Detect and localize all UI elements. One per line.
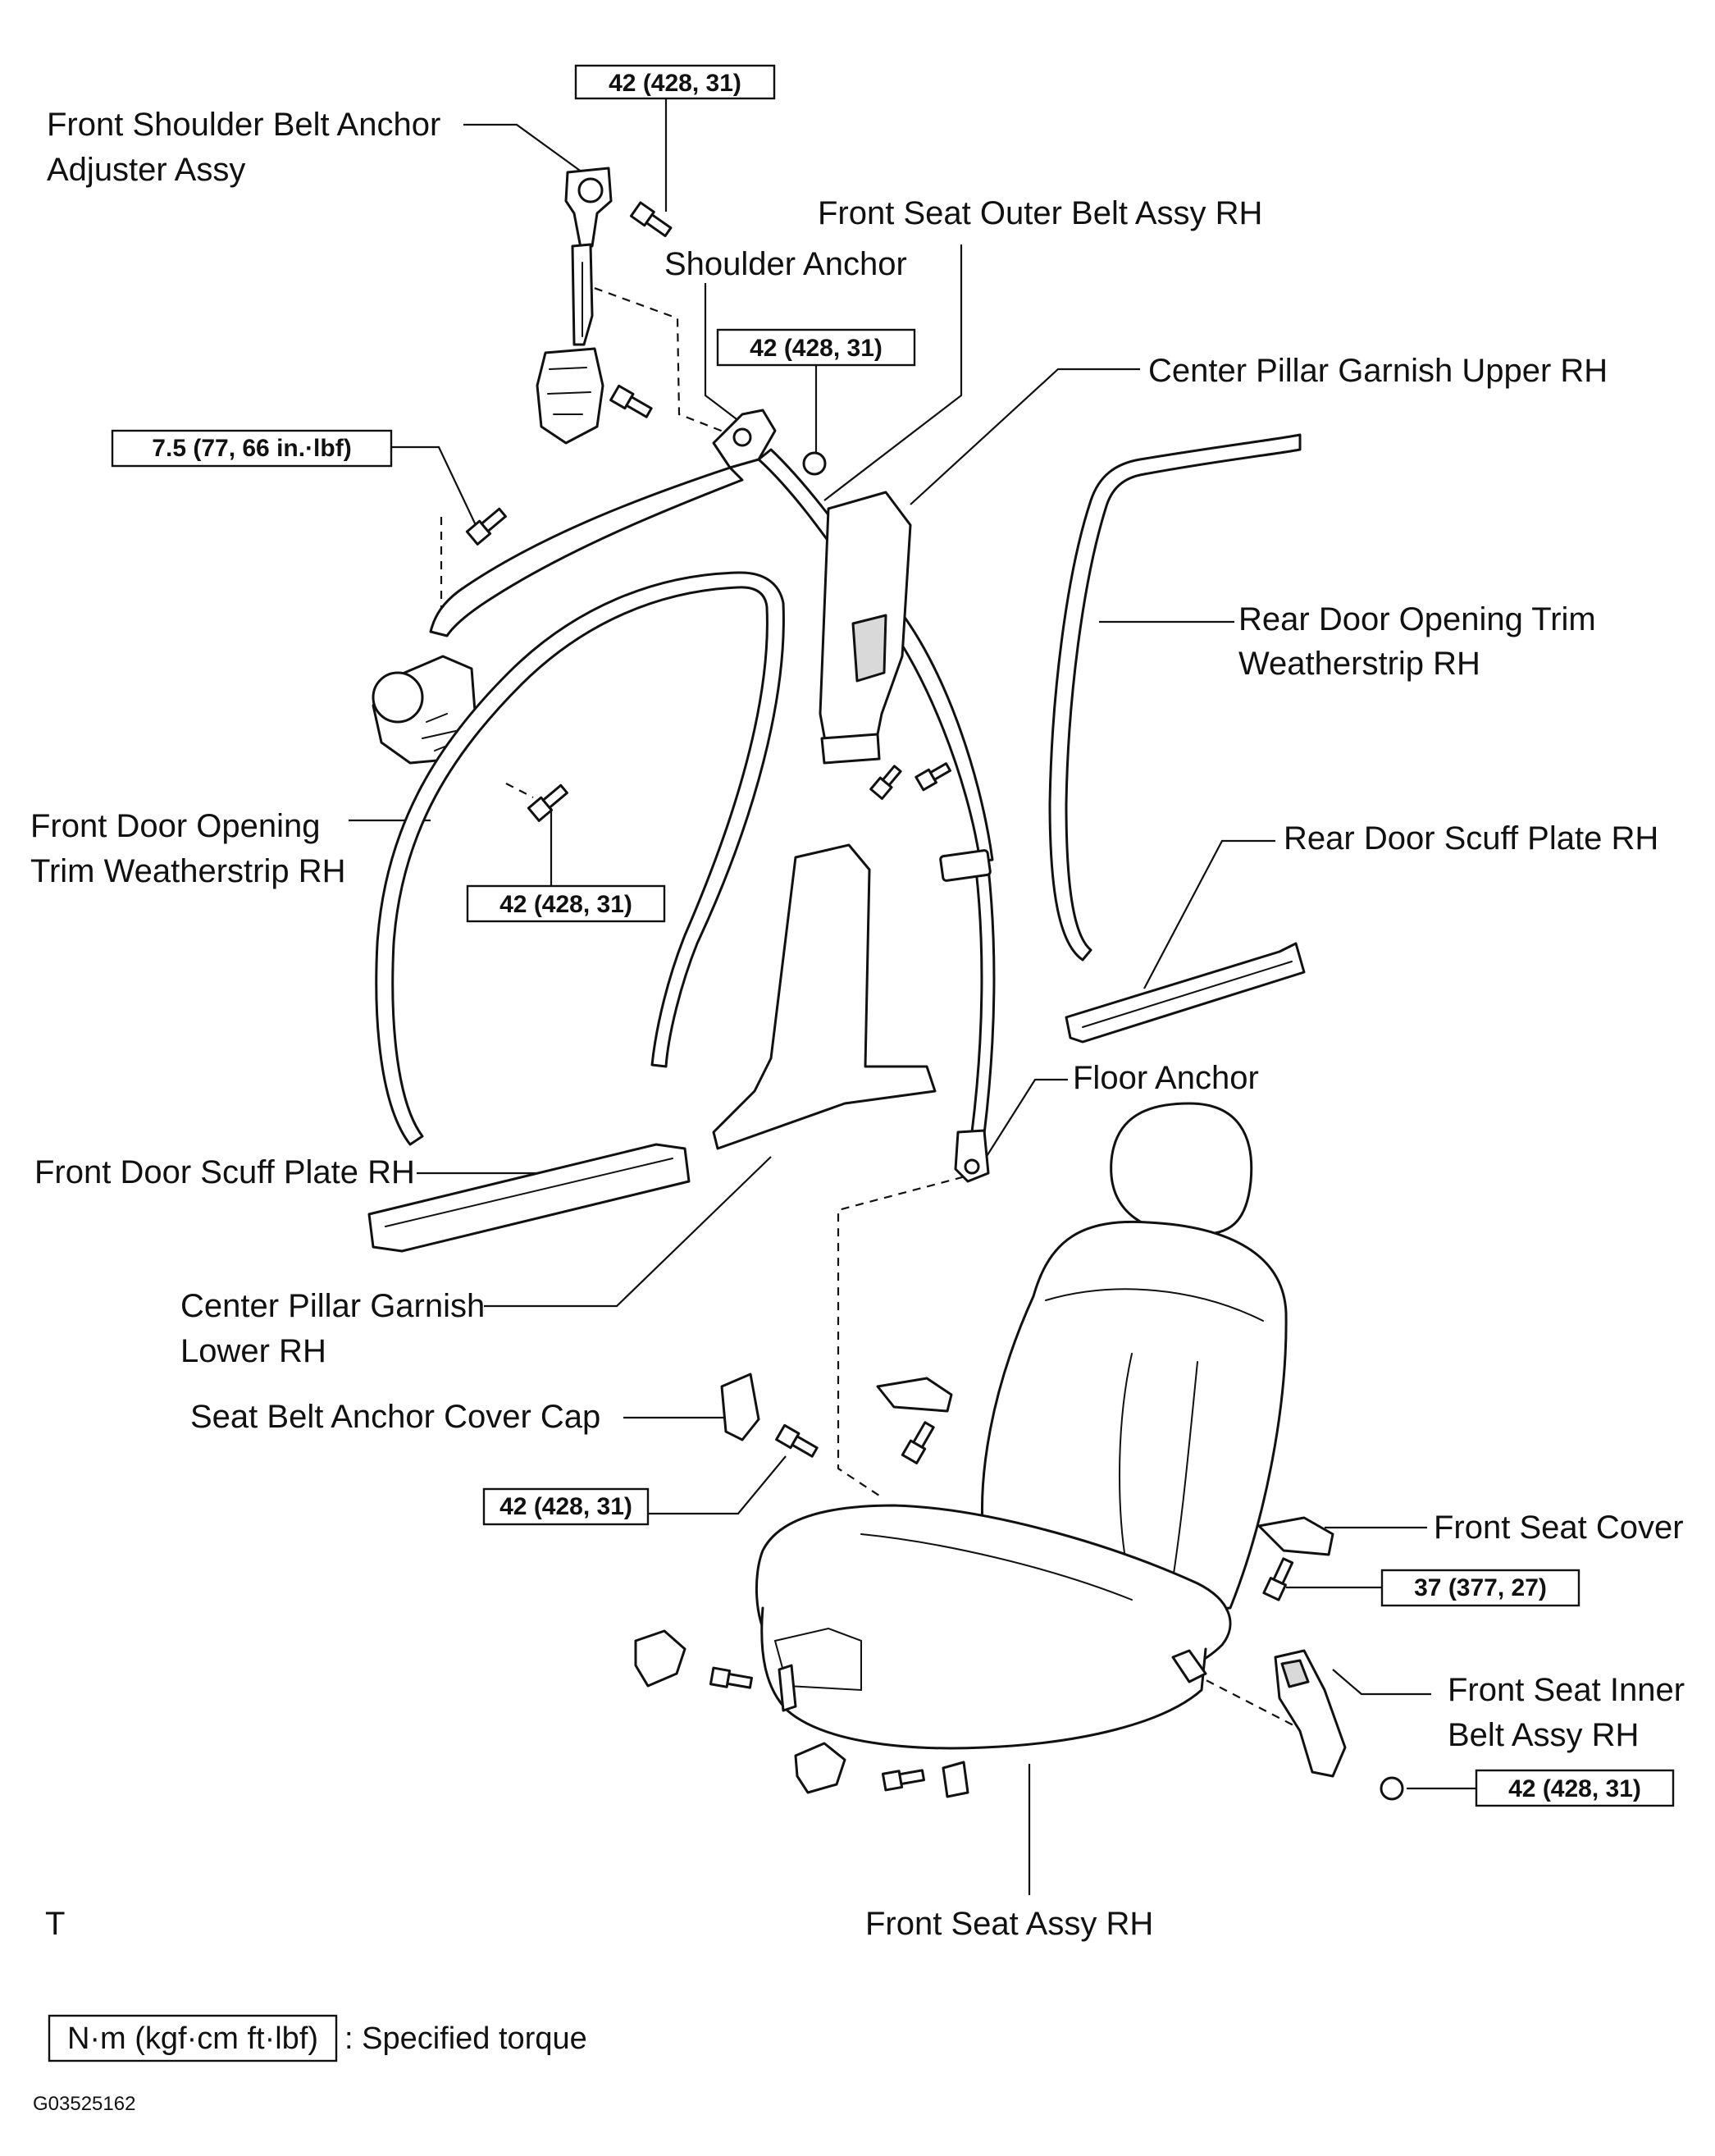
torque-text: 42 (428, 31)	[609, 70, 741, 97]
label-front-seat-cover: Front Seat Cover	[1434, 1510, 1684, 1546]
torque-text: 42 (428, 31)	[499, 1493, 632, 1520]
label-front-seat-inner-belt-2: Belt Assy RH	[1448, 1717, 1639, 1753]
label-shoulder-anchor-adjuster-2: Adjuster Assy	[47, 152, 245, 188]
torque-box-retractor-lower: 42 (428, 31)	[466, 884, 666, 923]
label-shoulder-anchor: Shoulder Anchor	[664, 246, 907, 282]
center-pillar-garnish-lower	[712, 843, 937, 1150]
leader-lines	[349, 98, 1476, 1895]
label-front-door-scuff-plate: Front Door Scuff Plate RH	[34, 1154, 415, 1190]
label-front-door-opening-trim-2: Trim Weatherstrip RH	[30, 853, 346, 889]
outer-belt-assy	[372, 409, 996, 1183]
rear-door-scuff-plate	[1065, 942, 1306, 1044]
front-door-opening-trim	[375, 571, 785, 1146]
label-rear-door-opening-trim-2: Weatherstrip RH	[1238, 646, 1480, 682]
torque-text: 7.5 (77, 66 in.·lbf)	[152, 435, 351, 462]
shoulder-anchor-adjuster	[536, 167, 613, 445]
center-pillar-garnish-upper	[819, 491, 912, 765]
front-door-scuff-plate	[367, 1143, 691, 1253]
torque-box-inner-belt: 42 (428, 31)	[1475, 1769, 1675, 1807]
torque-box-shoulder-anchor: 42 (428, 31)	[716, 328, 916, 367]
legend-meaning: : Specified torque	[344, 2021, 587, 2056]
label-center-pillar-garnish-lower-2: Lower RH	[180, 1333, 326, 1369]
label-front-seat-inner-belt-1: Front Seat Inner	[1448, 1672, 1685, 1708]
torque-legend: N·m (kgf·cm ft·lbf) : Specified torque	[48, 2014, 587, 2062]
front-seat	[755, 1102, 1288, 1798]
label-center-pillar-garnish-upper: Center Pillar Garnish Upper RH	[1148, 353, 1608, 389]
figure-id: G03525162	[33, 2093, 135, 2115]
torque-box-adjuster: 42 (428, 31)	[574, 64, 776, 100]
corner-mark: T	[45, 1906, 65, 1942]
torque-text: 42 (428, 31)	[750, 335, 883, 362]
label-front-seat-outer-belt: Front Seat Outer Belt Assy RH	[818, 195, 1262, 231]
torque-box-floor-anchor: 42 (428, 31)	[482, 1487, 650, 1526]
front-seat-inner-belt	[1171, 1649, 1347, 1778]
label-center-pillar-garnish-lower-1: Center Pillar Garnish	[180, 1288, 485, 1324]
bolt-icons	[465, 201, 1404, 1801]
label-rear-door-opening-trim-1: Rear Door Opening Trim	[1238, 601, 1596, 637]
rear-door-opening-trim	[1048, 433, 1302, 962]
torque-box-retractor-upper: 7.5 (77, 66 in.·lbf)	[111, 429, 393, 468]
label-seat-belt-anchor-cover-cap: Seat Belt Anchor Cover Cap	[190, 1399, 600, 1435]
part-labels: Front Shoulder Belt Anchor Adjuster Assy…	[30, 107, 1685, 1942]
seat-covers	[634, 1373, 1334, 1794]
legend-unit-box: N·m (kgf·cm ft·lbf)	[67, 2021, 318, 2056]
torque-text: 37 (377, 27)	[1414, 1574, 1547, 1601]
label-rear-door-scuff-plate: Rear Door Scuff Plate RH	[1284, 820, 1658, 856]
label-front-door-opening-trim-1: Front Door Opening	[30, 808, 321, 844]
torque-box-seat: 37 (377, 27)	[1380, 1569, 1580, 1607]
torque-text: 42 (428, 31)	[499, 891, 632, 918]
label-floor-anchor: Floor Anchor	[1073, 1060, 1259, 1096]
label-front-seat-assy: Front Seat Assy RH	[865, 1906, 1153, 1942]
torque-text: 42 (428, 31)	[1508, 1775, 1641, 1802]
label-shoulder-anchor-adjuster-1: Front Shoulder Belt Anchor	[47, 107, 440, 143]
